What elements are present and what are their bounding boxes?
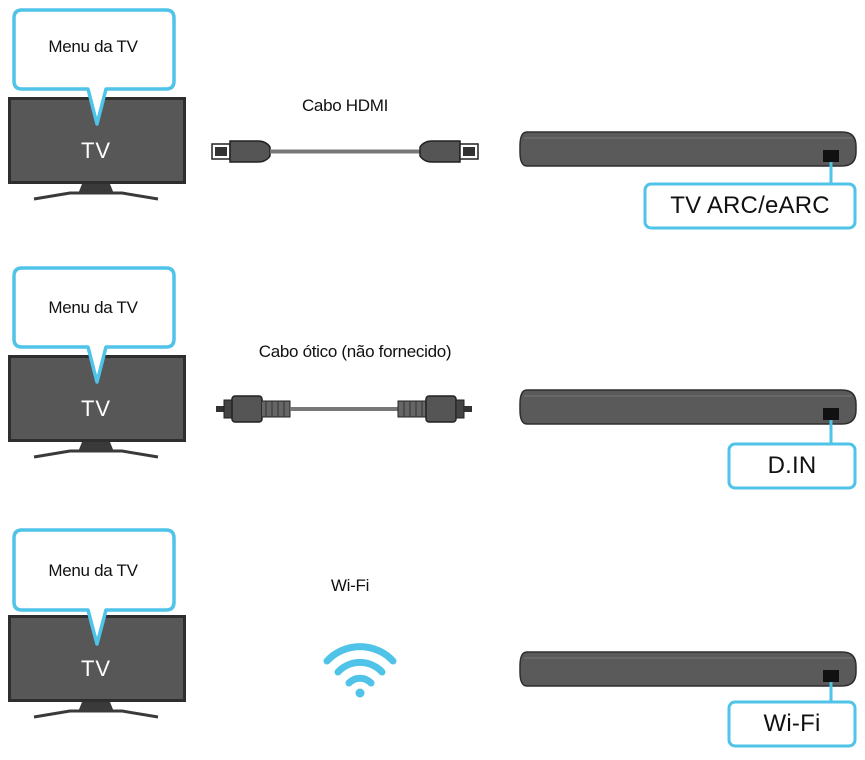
menu-callout-bubble [12,266,176,384]
soundbar-icon [519,389,857,425]
menu-callout-label: Menu da TV [48,561,138,580]
row-wifi-graphics [8,528,857,748]
port-label: D.IN [767,452,817,479]
tv-icon [8,615,186,719]
row-hdmi: Menu da TV TV Cabo HDMI TV ARC/eARC [0,0,865,240]
connection-label: Wi-Fi [330,576,370,595]
tv-label: TV [80,396,112,421]
port-callout-box [643,182,857,230]
wifi-icon [323,643,397,698]
connection-label: Cabo ótico (não fornecido) [258,342,452,361]
connection-label: Cabo HDMI [301,96,389,115]
row-optical: Menu da TV TV Cabo ótico (não fornecido)… [0,258,865,498]
soundbar-icon [519,131,857,167]
menu-callout-bubble [12,528,176,646]
row-wifi: Menu da TV TV Wi-Fi Wi-Fi [0,520,865,760]
port-label: Wi-Fi [763,710,821,737]
tv-label: TV [80,656,112,681]
row-optical-graphics [8,266,857,490]
optical-cable-icon [216,395,472,423]
hdmi-cable-icon [211,140,479,163]
row-hdmi-graphics [8,8,857,230]
menu-callout-bubble [12,8,176,126]
menu-callout-label: Menu da TV [48,298,138,317]
port-callout-box [727,700,857,748]
menu-callout-label: Menu da TV [48,37,138,56]
port-callout-box [727,442,857,490]
tv-label: TV [80,138,112,163]
port-label: TV ARC/eARC [670,192,830,219]
soundbar-icon [519,651,857,687]
